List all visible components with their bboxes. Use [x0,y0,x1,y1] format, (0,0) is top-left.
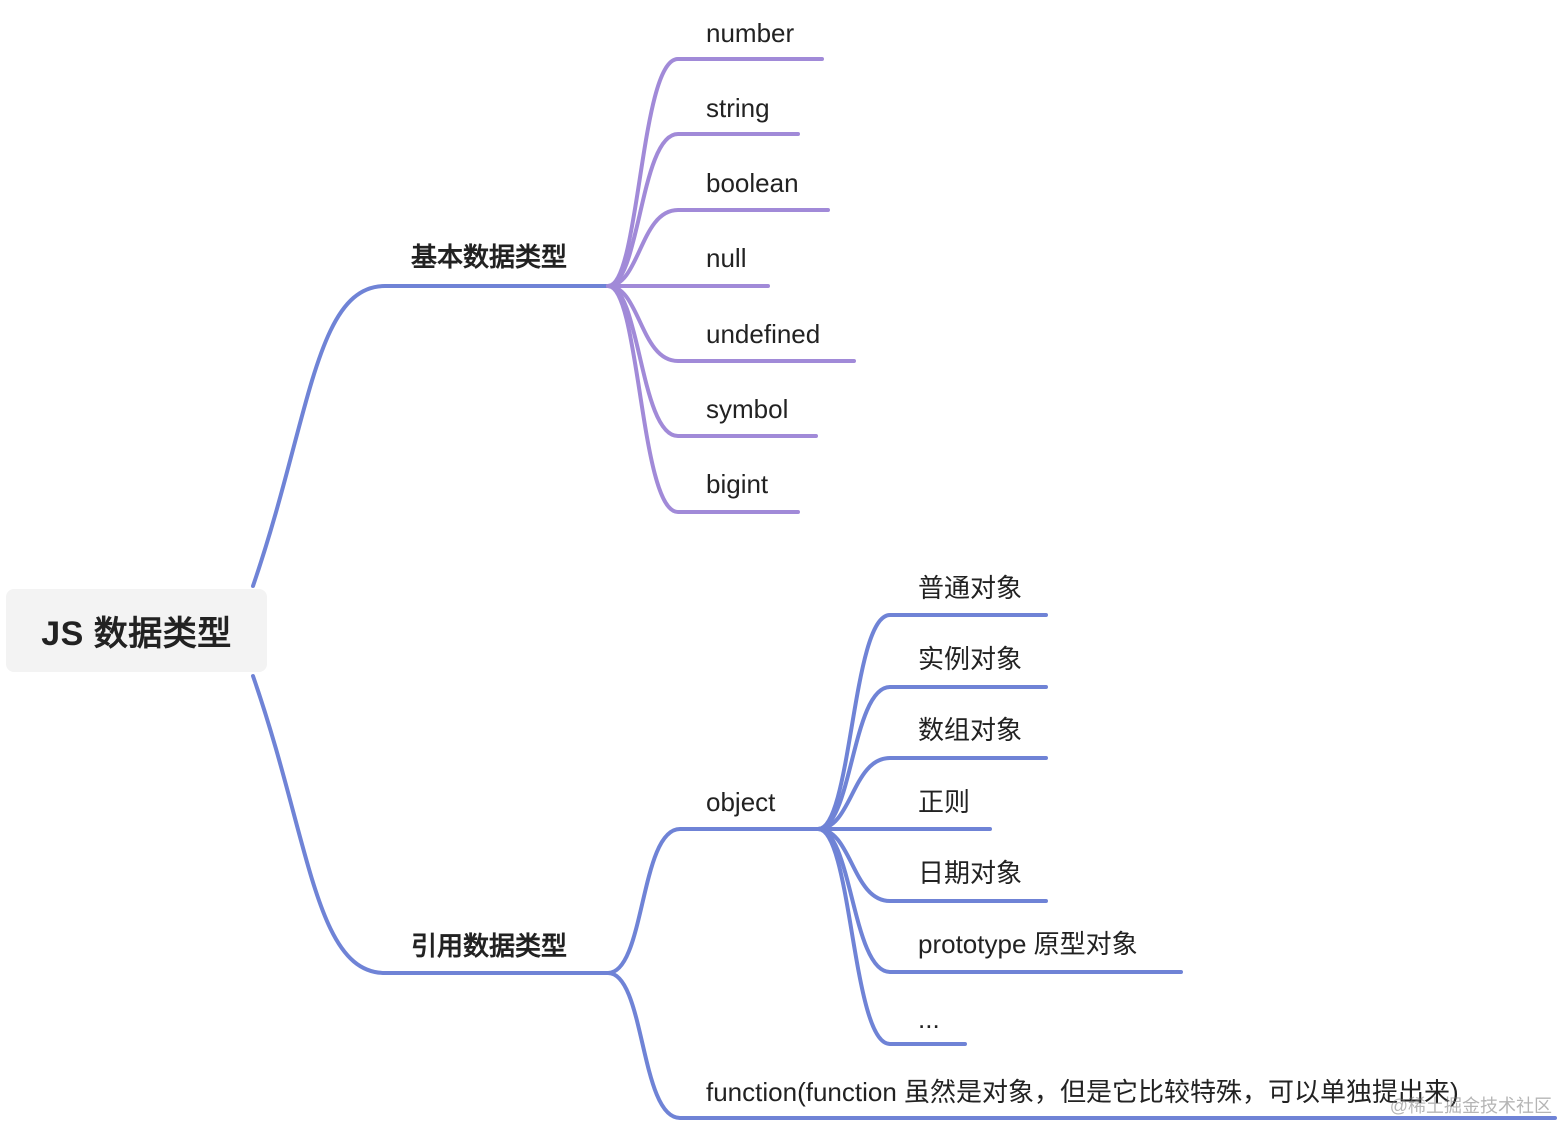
leaf-date-object[interactable]: 日期对象 [918,858,1023,888]
leaf-regexp[interactable]: 正则 [918,787,971,817]
edge-object-6 [816,827,967,1046]
leaf-plain-object[interactable]: 普通对象 [918,573,1023,603]
edge-primitive-2 [606,208,830,288]
leaf-null[interactable]: null [706,243,747,273]
watermark: @稀土掘金技术社区 [1389,1096,1552,1116]
leaf-instance-object[interactable]: 实例对象 [918,644,1023,674]
leaf-string[interactable]: string [706,93,770,123]
leaf-boolean[interactable]: boolean [706,168,799,198]
edge-primitive-0 [606,57,824,288]
edge-primitive-4 [606,284,856,363]
leaf-ellipsis[interactable]: ... [918,1004,940,1034]
root-node[interactable]: JS 数据类型 [6,589,267,672]
edge-primitive-6 [606,284,800,514]
edge-object-1 [816,685,1048,831]
leaf-array-object[interactable]: 数组对象 [918,715,1023,745]
node-object[interactable]: object [706,787,776,817]
leaf-number[interactable]: number [706,18,795,48]
edge-object-2 [816,756,1048,831]
edge-object-0 [816,613,1048,831]
leaf-prototype-object[interactable]: prototype 原型对象 [918,929,1138,959]
edge-reference-object [606,827,820,975]
edge-root-primitive [251,284,610,588]
branch-reference-types[interactable]: 引用数据类型 [411,931,568,961]
edge-reference-function [606,971,1557,1120]
leaf-symbol[interactable]: symbol [706,394,789,424]
branch-primitive-types[interactable]: 基本数据类型 [411,242,568,272]
edge-root-reference [251,674,610,975]
leaf-bigint[interactable]: bigint [706,469,769,499]
root-label: JS 数据类型 [41,615,232,653]
edge-primitive-1 [606,132,800,288]
leaf-undefined[interactable]: undefined [706,319,821,349]
node-function[interactable]: function(function 虽然是对象，但是它比较特殊，可以单独提出来) [706,1077,1459,1107]
